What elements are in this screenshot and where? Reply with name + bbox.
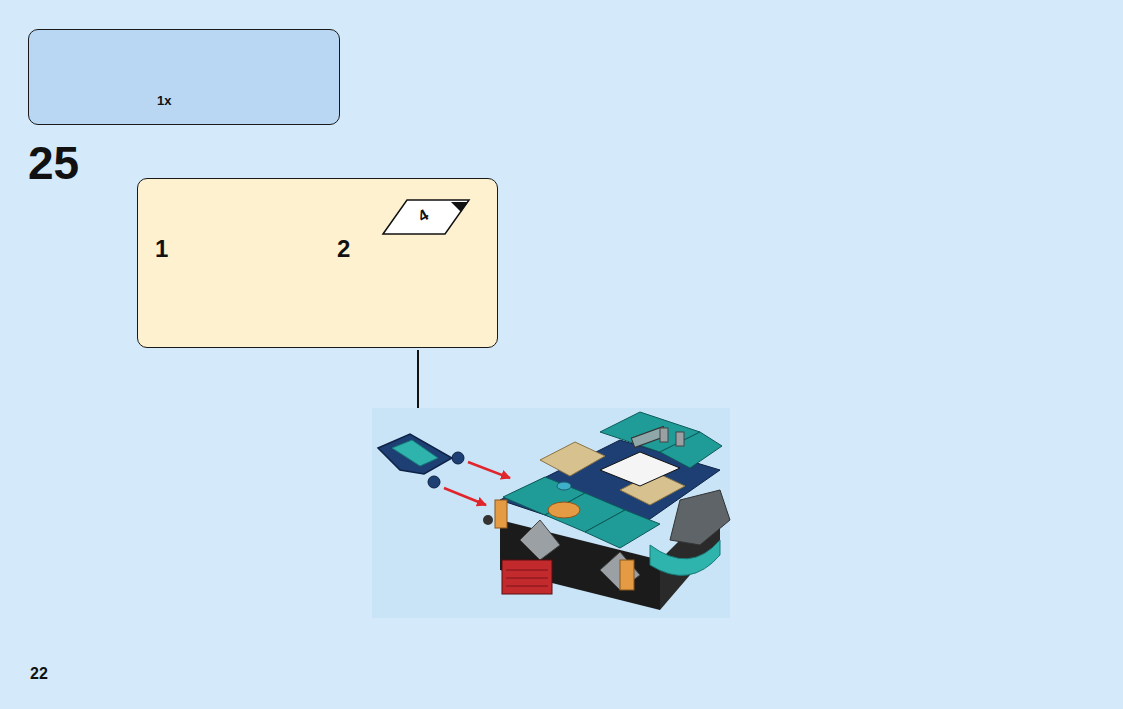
assembly-model xyxy=(372,408,730,618)
step-number: 25 xyxy=(28,140,79,186)
sticker-sheet: 4 xyxy=(381,198,471,236)
part-count: 1x xyxy=(157,94,171,107)
parts-callout: 1x xyxy=(28,29,340,125)
page-number: 22 xyxy=(30,666,48,682)
substep-number: 1 xyxy=(155,237,168,261)
substep-box: 1 2 4 xyxy=(137,178,498,348)
substep-number: 2 xyxy=(337,237,350,261)
